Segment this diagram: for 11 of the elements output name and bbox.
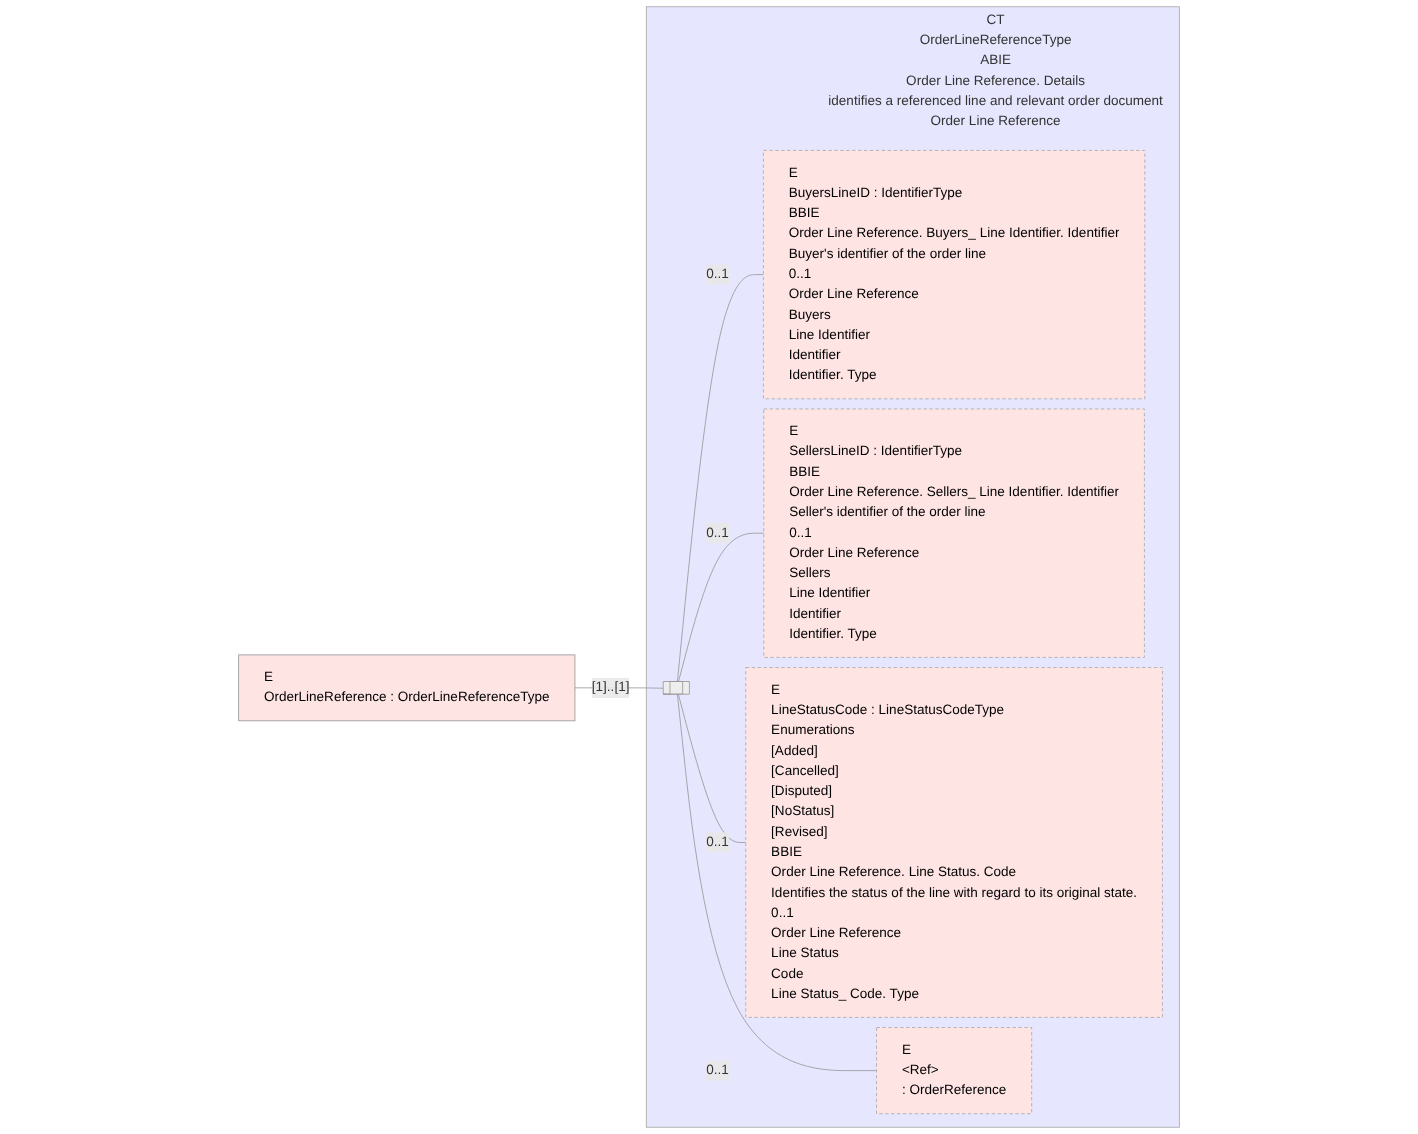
cluster <box>645 6 1180 1128</box>
node-bar <box>662 681 690 695</box>
node-box <box>763 150 1146 400</box>
node-box <box>763 408 1145 658</box>
connector <box>677 694 877 1072</box>
connector <box>676 274 764 683</box>
connector <box>678 694 747 843</box>
node-box <box>745 667 1163 1018</box>
node-box <box>876 1027 1033 1115</box>
node-box <box>238 654 576 722</box>
connector <box>678 532 765 683</box>
